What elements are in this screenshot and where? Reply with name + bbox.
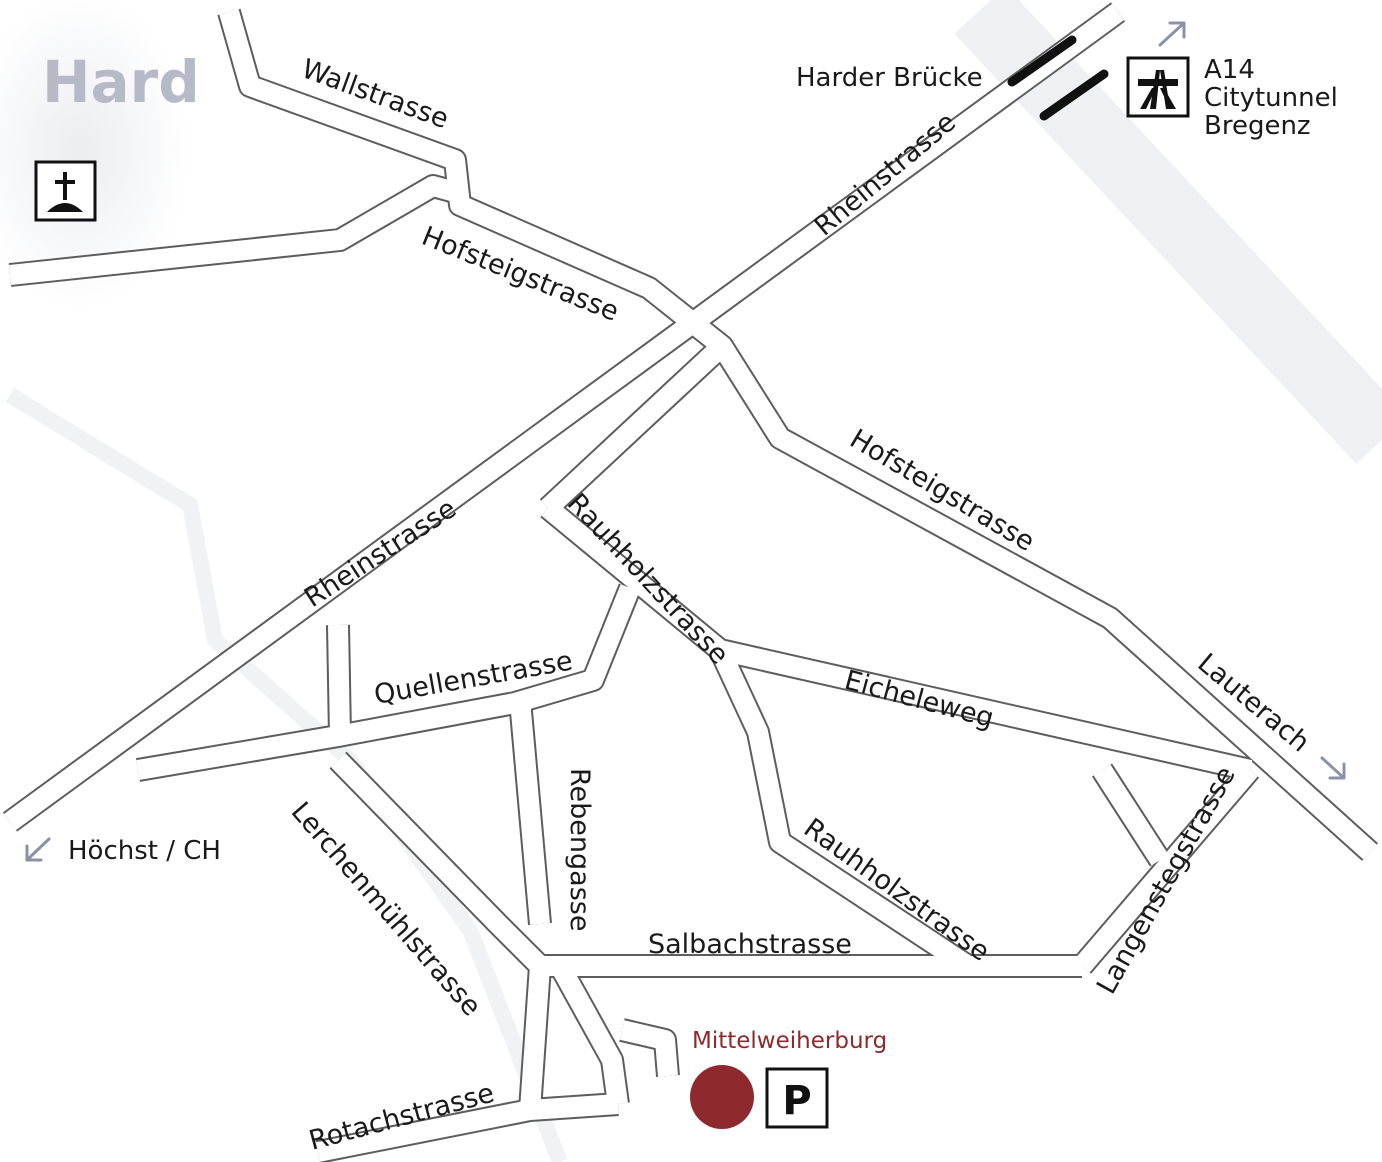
faint-stream	[5, 388, 568, 1162]
street-label-rebengasse: Rebengasse	[564, 768, 595, 931]
destination-label: Mittelweiherburg	[692, 1028, 887, 1054]
motorway-icon	[1126, 56, 1190, 118]
bridge-label: Harder Brücke	[796, 63, 983, 93]
church-icon	[34, 160, 97, 222]
motorway-label-city: Bregenz	[1204, 111, 1311, 141]
street-label-salbachstrasse: Salbachstrasse	[648, 929, 852, 960]
street-label-rheinstrasse-south: Rheinstrasse	[299, 493, 462, 614]
road-fill	[4, 3, 1377, 1162]
town-halo	[0, 0, 190, 310]
faint-rail-corridor	[954, 0, 1382, 464]
bridge-mark-south	[1039, 69, 1109, 121]
arrow-northeast-icon	[1158, 21, 1186, 47]
street-label-rheinstrasse-north: Rheinstrasse	[809, 107, 962, 243]
parking-letter: P	[782, 1078, 811, 1124]
bridge-mark-north	[1007, 35, 1077, 87]
motorway-label-tunnel: Citytunnel	[1204, 83, 1338, 113]
arrow-east-icon	[1320, 756, 1346, 780]
town-label: Hard	[42, 48, 200, 116]
bridge-marks	[1007, 35, 1109, 121]
arrow-southwest-icon	[25, 837, 51, 862]
parking-icon: P	[765, 1067, 829, 1129]
motorway-label-number: A14	[1204, 55, 1255, 85]
street-label-eicheleweg: Eicheleweg	[841, 665, 997, 735]
street-label-rauhholzstrasse-north: Rauhholzstrasse	[561, 488, 735, 671]
destination-marker-icon[interactable]	[690, 1065, 754, 1129]
direction-label-hoechst: Höchst / CH	[68, 836, 221, 866]
